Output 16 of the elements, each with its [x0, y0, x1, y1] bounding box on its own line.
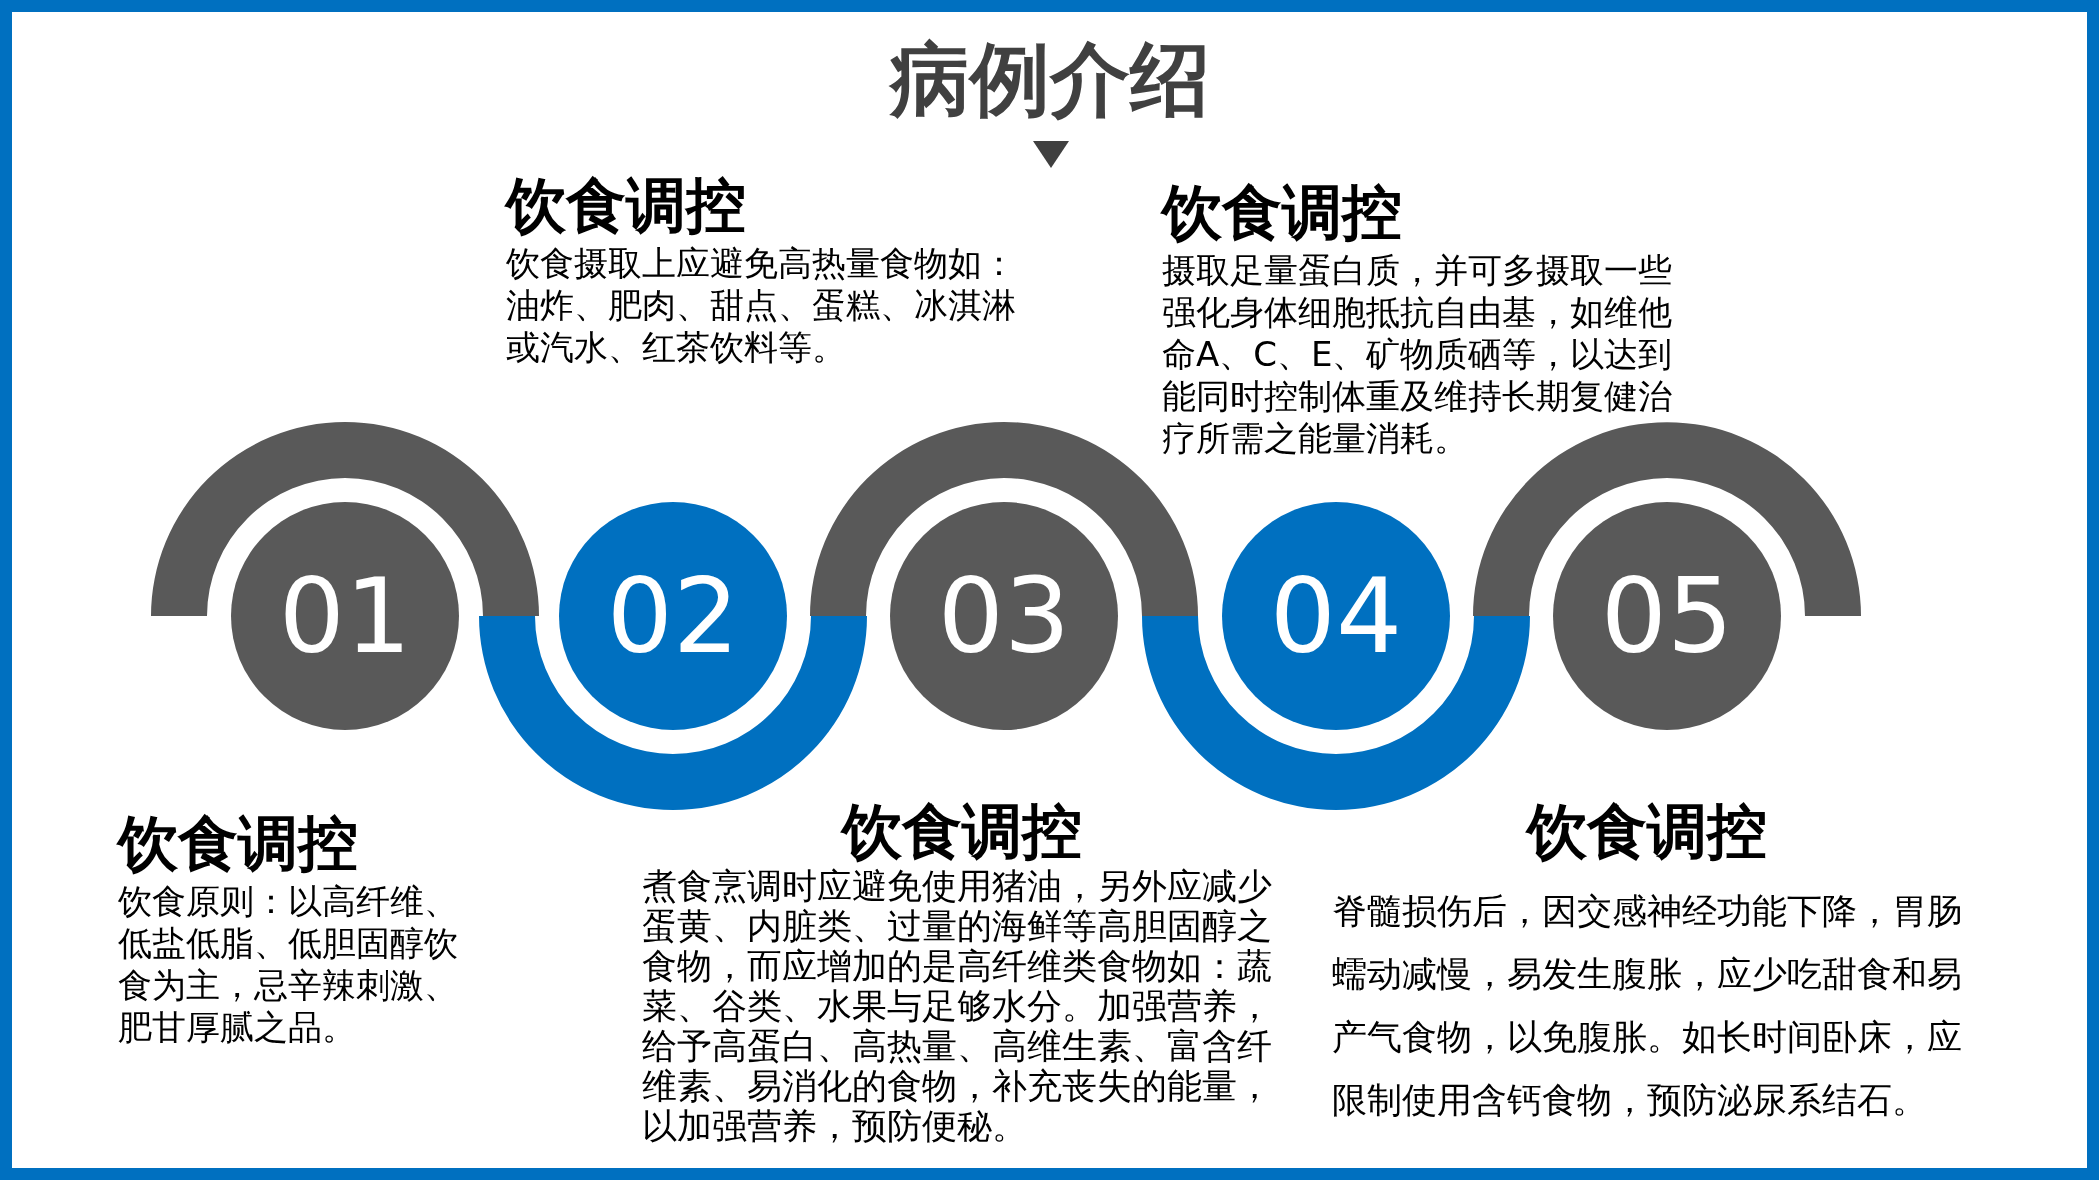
section-heading: 饮食调控	[506, 170, 746, 240]
step-number: 04	[1269, 564, 1403, 668]
section-heading: 饮食调控	[118, 808, 358, 878]
section-text: 摄取足量蛋白质，并可多摄取一些强化身体细胞抵抗自由基，如维他命A、C、E、矿物质硒等，以达到能同时控制体重及维持长期复健治疗所需之能量消耗。	[1162, 249, 1674, 459]
section-text: 饮食摄取上应避免高热量食物如：油炸、肥肉、甜点、蛋糕、冰淇淋或汽水、红茶饮料等。	[506, 242, 1017, 368]
section-text: 饮食原则：以高纤维、低盐低脂、低胆固醇饮食为主，忌辛辣刺激、肥甘厚腻之品。	[118, 880, 459, 1048]
step-number: 02	[606, 564, 740, 668]
section-text: 煮食烹调时应避免使用猪油，另外应减少蛋黄、内脏类、过量的海鲜等高胆固醇之食物，而应增加的是高纤维类食物如：蔬菜、谷类、水果与足够水分。加强营养，给予高蛋白、高热量、高维生素、富含纤维素、易消化的食物，补充丧失的能量，以加强营养，预防便秘。	[642, 866, 1273, 1146]
section-text: 脊髓损伤后，因交感神经功能下降，胃肠蠕动减慢，易发生腹胀，应少吃甜食和易产气食物，以免腹胀。如长时间卧床，应限制使用含钙食物，预防泌尿系结石。	[1332, 890, 1963, 1122]
section-heading: 饮食调控	[842, 796, 1082, 866]
step-number: 01	[278, 564, 412, 668]
step-number: 05	[1600, 564, 1734, 668]
section-heading: 饮食调控	[1162, 177, 1402, 247]
title: 病例介绍	[889, 32, 1210, 128]
section-heading: 饮食调控	[1527, 796, 1767, 866]
step-number: 03	[937, 564, 1071, 668]
